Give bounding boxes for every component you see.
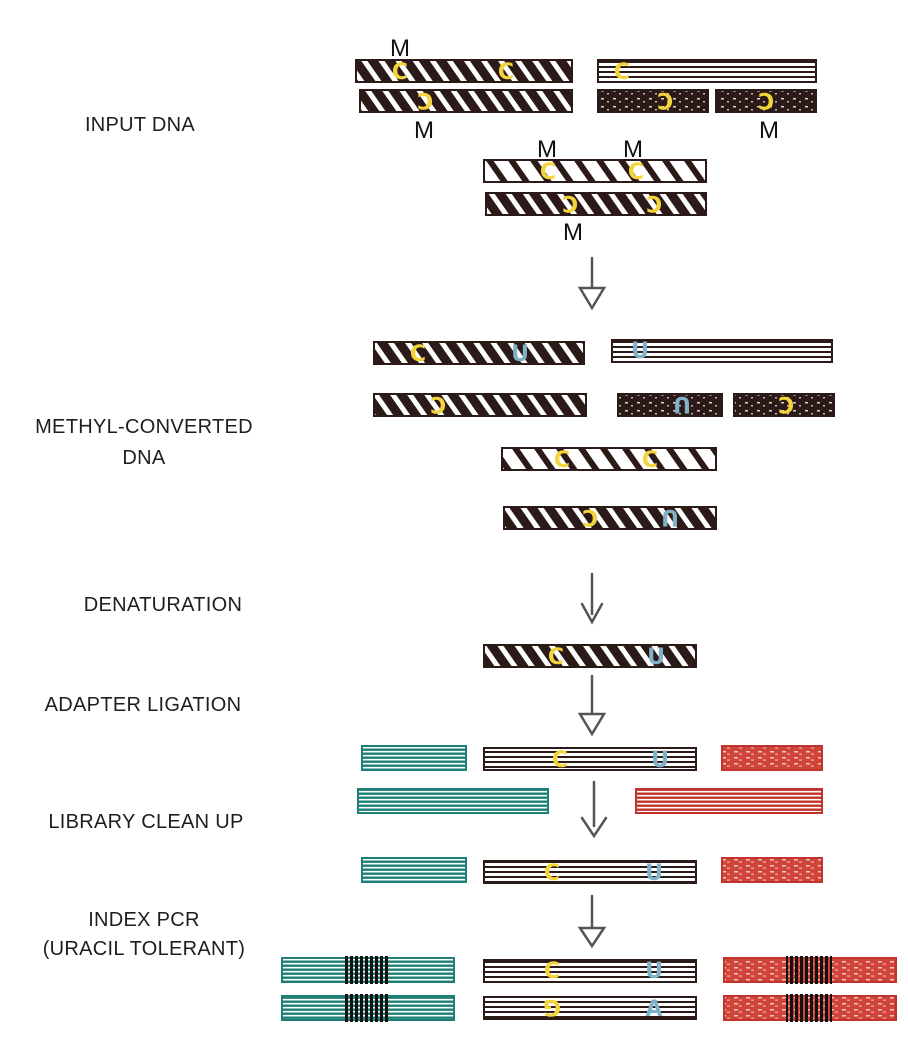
base-c-reverse: C [657,87,673,112]
step-label-denaturation: DENATURATION [84,594,242,616]
methyl-mark: M [414,117,434,144]
dna-strand [501,447,717,471]
base-c: C [554,448,570,473]
flow-arrow [580,780,608,839]
dna-strand [503,506,717,530]
step-label-methyl-converted: METHYL-CONVERTED [35,416,253,438]
library-clean-up-group: C U [361,857,823,886]
base-c: C [498,60,514,85]
input-dna-group: C C C C C C C C C C M M M M M M [355,35,817,246]
index-barcode [786,994,832,1022]
step-label-library-clean-up: LIBRARY CLEAN UP [48,811,243,833]
methyl-mark: M [623,136,643,163]
step-label-uracil-tolerant: (URACIL TOLERANT) [43,938,246,960]
methyl-mark: M [390,35,410,62]
base-c: C [544,959,560,984]
dna-strand [483,747,697,771]
base-u: U [631,339,649,364]
flow-arrow [577,894,607,949]
base-c-reverse: C [430,391,446,416]
dna-strand [485,192,707,216]
dna-strand [359,89,573,113]
index-pcr-group: C U G A [281,956,897,1022]
denaturation-group: C U [483,644,697,670]
dna-strand [611,339,833,363]
base-c-reverse: C [758,87,774,112]
adapter-teal [357,788,549,814]
flow-arrow [577,674,607,737]
flow-arrow [580,572,604,625]
base-c: C [410,342,426,367]
dna-strand [355,59,573,83]
adapter-red [721,857,823,883]
dna-strand [617,393,723,417]
dna-strand [483,159,707,183]
adapter-red [635,788,823,814]
adapter-ligation-group: C U [357,745,823,814]
base-c: C [540,160,556,185]
methyl-mark: M [537,136,557,163]
base-u: U [645,861,663,886]
base-c-reverse: C [562,190,578,215]
base-u-reverse: U [673,391,691,416]
base-a: A [645,997,662,1022]
base-c-reverse: C [582,504,598,529]
base-c: C [392,60,408,85]
methyl-converted-group: C U U C U C C C C U [373,339,835,530]
step-label-index-pcr: INDEX PCR [88,909,200,931]
base-u-reverse: U [661,504,679,529]
base-c-reverse: C [646,190,662,215]
dna-strand [715,89,817,113]
base-c: C [642,448,658,473]
index-barcode [344,994,390,1022]
base-g-reverse: G [543,994,561,1019]
base-c-reverse: C [778,391,794,416]
dna-strand [733,393,835,417]
base-c: C [628,160,644,185]
base-u: U [647,645,665,670]
flow-arrow [577,256,607,311]
adapter-teal [361,857,467,883]
dna-strand [483,860,697,884]
base-u: U [645,959,663,984]
step-label-input-dna: INPUT DNA [85,114,195,136]
dna-strand [373,341,585,365]
methyl-mark: M [759,117,779,144]
dna-strand [597,59,817,83]
dna-strand [483,996,697,1020]
base-c: C [548,645,564,670]
index-barcode [344,956,390,984]
base-c-reverse: C [417,87,433,112]
base-c: C [614,60,630,85]
index-barcode [786,956,832,984]
adapter-red [721,745,823,771]
adapter-teal [361,745,467,771]
dna-strand [373,393,587,417]
step-label-methyl-converted-dna: DNA [122,447,165,469]
step-label-adapter-ligation: ADAPTER LIGATION [45,694,242,716]
base-u: U [651,748,669,773]
base-c: C [552,748,568,773]
base-c: C [544,861,560,886]
dna-strand [483,959,697,983]
methyl-mark: M [563,219,583,246]
dna-strand [483,644,697,668]
dna-strand [597,89,709,113]
base-u: U [511,342,529,367]
